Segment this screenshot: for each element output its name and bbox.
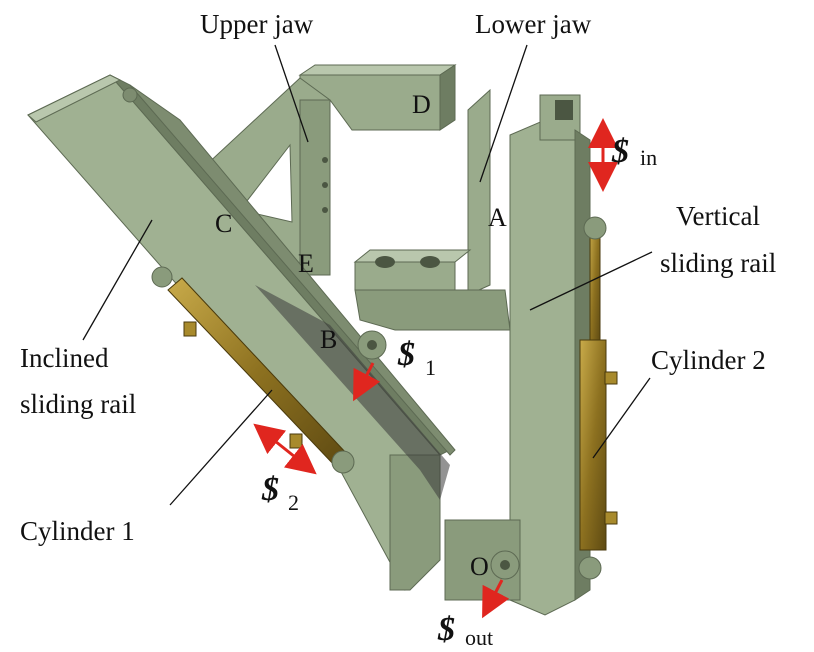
- lower-jaw-leader: [479, 44, 528, 183]
- motion-arrows: [253, 118, 618, 619]
- point-e-label: E: [298, 249, 314, 278]
- vertical-rail-label-line-2: sliding rail: [660, 248, 776, 278]
- screw-2-symbol: $: [261, 471, 279, 508]
- screw-2-arrow: [253, 423, 317, 475]
- screw-1-arrow: [353, 362, 381, 402]
- screw-in-symbol: $: [611, 133, 629, 170]
- point-o-label: O: [470, 552, 489, 581]
- point-b-label: B: [320, 325, 337, 354]
- cylinder-1-leader: [169, 389, 273, 506]
- vertical-rail-part: [444, 94, 591, 616]
- inclined-rail-label-line-1: Inclined: [20, 343, 109, 373]
- lower-jaw-part: [353, 88, 511, 360]
- cylinder-1-part: [151, 266, 355, 474]
- point-d-label: D: [412, 90, 431, 119]
- inclined-rail-label-line-2: sliding rail: [20, 389, 136, 419]
- vertical-rail-label-line-1: Vertical: [676, 201, 760, 231]
- upper-jaw-label: Upper jaw: [200, 9, 314, 39]
- screw-2-subscript: 2: [288, 490, 299, 515]
- vertical-rail-leader: [529, 251, 653, 311]
- screw-1-subscript: 1: [425, 355, 436, 380]
- cylinder-2-leader: [592, 377, 651, 459]
- cylinder-1-label: Cylinder 1: [20, 516, 135, 546]
- upper-jaw-leader: [274, 44, 309, 143]
- cylinder-2-label: Cylinder 2: [651, 345, 766, 375]
- lower-jaw-label: Lower jaw: [475, 9, 592, 39]
- leader-lines: [82, 44, 653, 506]
- inclined-rail-leader: [82, 219, 153, 341]
- point-c-label: C: [215, 209, 232, 238]
- screw-in-subscript: in: [640, 145, 657, 170]
- point-a-label: A: [488, 203, 507, 232]
- screw-out-arrow: [482, 579, 510, 619]
- upper-jaw-part: [189, 64, 457, 276]
- screw-out-subscript: out: [465, 625, 493, 650]
- screw-out-symbol: $: [437, 611, 455, 648]
- screw-1-symbol: $: [397, 336, 415, 373]
